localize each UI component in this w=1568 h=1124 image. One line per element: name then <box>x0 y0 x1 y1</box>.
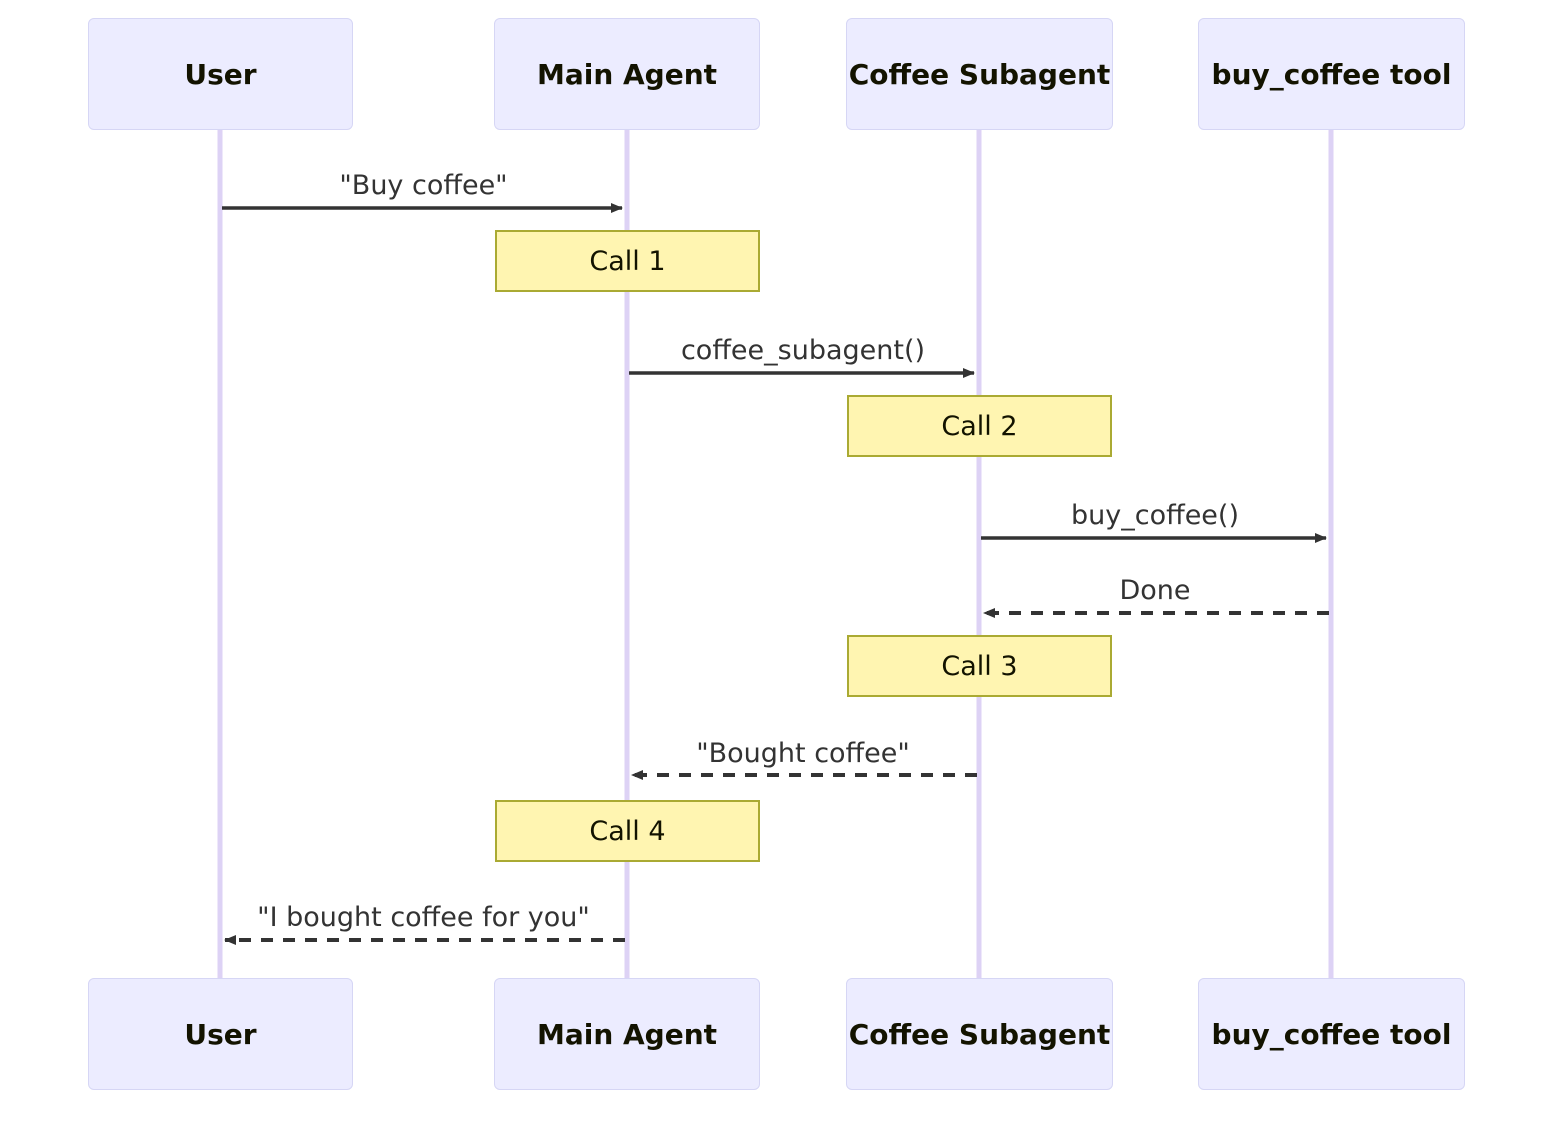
participant-box-main-bottom[interactable]: Main Agent <box>494 978 760 1090</box>
participant-label-tool-top: buy_coffee tool <box>1211 57 1452 91</box>
participant-box-subagent-top[interactable]: Coffee Subagent <box>846 18 1113 130</box>
lifelines-group <box>217 130 1334 978</box>
note-box-n2[interactable]: Call 2 <box>847 395 1112 457</box>
note-label-n3: Call 3 <box>941 650 1018 682</box>
message-label-m5: "Bought coffee" <box>696 738 910 769</box>
participant-label-main-top: Main Agent <box>536 57 718 91</box>
note-box-n3[interactable]: Call 3 <box>847 635 1112 697</box>
note-label-n2: Call 2 <box>941 410 1018 442</box>
note-label-n1: Call 1 <box>589 245 666 277</box>
participant-label-subagent-bottom: Coffee Subagent <box>848 1017 1111 1051</box>
note-box-n1[interactable]: Call 1 <box>495 230 760 292</box>
note-label-n4: Call 4 <box>589 815 666 847</box>
participant-label-main-bottom: Main Agent <box>536 1017 718 1051</box>
participant-label-user-top: User <box>184 57 257 91</box>
participant-box-main-top[interactable]: Main Agent <box>494 18 760 130</box>
message-label-m1: "Buy coffee" <box>339 170 508 201</box>
participant-label-user-bottom: User <box>184 1017 257 1051</box>
participant-box-user-bottom[interactable]: User <box>88 978 353 1090</box>
note-box-n4[interactable]: Call 4 <box>495 800 760 862</box>
message-label-m4: Done <box>1119 575 1191 606</box>
message-label-m3: buy_coffee() <box>1071 500 1239 531</box>
participant-box-tool-bottom[interactable]: buy_coffee tool <box>1198 978 1465 1090</box>
participant-box-tool-top[interactable]: buy_coffee tool <box>1198 18 1465 130</box>
message-arrows-group <box>222 203 1329 945</box>
participant-box-subagent-bottom[interactable]: Coffee Subagent <box>846 978 1113 1090</box>
participant-label-subagent-top: Coffee Subagent <box>848 57 1111 91</box>
participant-box-user-top[interactable]: User <box>88 18 353 130</box>
message-label-m6: "I bought coffee for you" <box>257 902 590 933</box>
message-label-m2: coffee_subagent() <box>680 335 926 366</box>
participant-label-tool-bottom: buy_coffee tool <box>1211 1017 1452 1051</box>
